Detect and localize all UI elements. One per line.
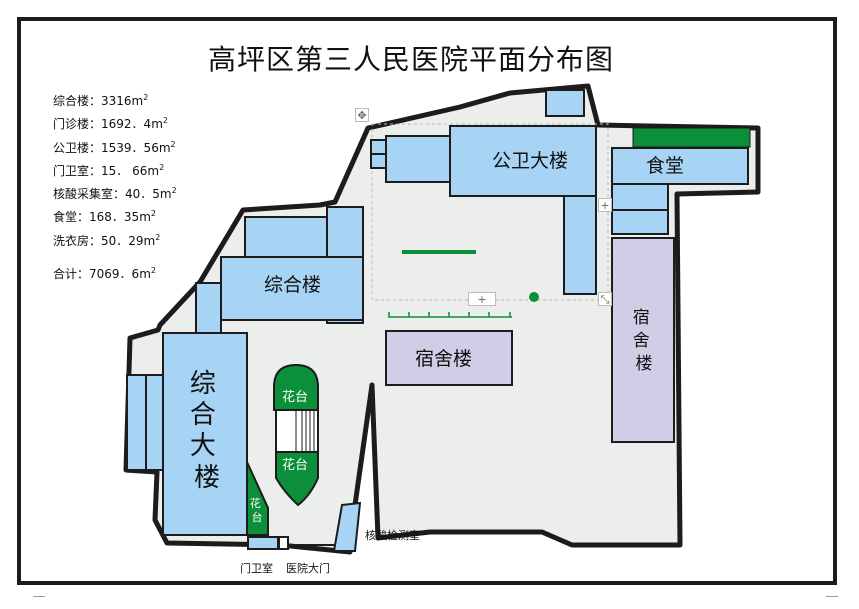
legend-row: 公卫楼：1539．56m2 — [53, 139, 176, 155]
label-canteen: 食堂 — [646, 155, 684, 177]
public-health-small-block — [545, 89, 585, 117]
canteen-annex-1 — [611, 183, 669, 211]
flower-bed-bottom — [275, 451, 319, 507]
add-handle-icon[interactable]: + — [598, 198, 612, 212]
page-corner-right — [826, 596, 838, 609]
page-corner-left — [33, 596, 45, 609]
resize-handle-icon[interactable]: ⤡ — [598, 292, 612, 306]
public-health-building — [449, 125, 597, 197]
canteen-building — [611, 147, 749, 185]
corridor-block — [563, 195, 597, 295]
guard-room — [247, 536, 279, 550]
legend-total: 合计：7069．6m2 — [53, 266, 156, 282]
label-dormitory-center: 宿舍楼 — [415, 348, 472, 370]
caption-guard-room: 门卫室 — [240, 562, 273, 575]
green-strip — [632, 127, 751, 148]
flower-bed-left — [246, 461, 269, 536]
label-general-building: 综合楼 — [264, 274, 321, 296]
nucleic-test-room — [332, 501, 362, 552]
stair-steps — [295, 410, 315, 452]
canteen-annex-2 — [611, 209, 669, 235]
caption-nucleic-test-room: 核酸检测室 — [365, 529, 420, 542]
main-complex-west-1 — [126, 374, 147, 471]
label-public-health-building: 公卫大楼 — [492, 150, 568, 172]
main-complex-building — [162, 332, 248, 536]
legend-row: 门诊楼：1692．4m2 — [53, 116, 168, 132]
public-health-annex-lower — [370, 153, 387, 169]
area-legend: 综合楼：3316m2 门诊楼：1692．4m2 公卫楼：1539．56m2 门卫… — [53, 92, 177, 288]
caption-main-gate: 医院大门 — [286, 562, 330, 575]
general-building-top — [244, 216, 328, 258]
page-title: 高坪区第三人民医院平面分布图 — [208, 43, 615, 76]
gate-post — [278, 536, 289, 550]
add-handle-center-icon[interactable]: + — [468, 292, 496, 306]
label-main-complex: 综 合 大 楼 — [190, 369, 224, 493]
main-complex-west-2 — [145, 374, 164, 471]
label-flower-bed-bottom: 花台 — [282, 457, 308, 473]
legend-row: 综合楼：3316m2 — [53, 93, 149, 108]
general-building-link — [195, 282, 222, 334]
legend-row: 门卫室：15． 66m2 — [53, 162, 165, 178]
stair-frame — [275, 409, 319, 453]
legend-row: 洗衣房：50．29m2 — [53, 232, 161, 248]
tree-dot — [529, 292, 539, 302]
flower-bed-top — [273, 363, 319, 411]
fence-line — [388, 312, 512, 318]
label-flower-bed-top: 花台 — [282, 389, 308, 405]
move-handle-icon[interactable]: ✥ — [355, 108, 369, 122]
public-health-annex-upper — [370, 139, 387, 155]
public-health-west-wing — [385, 135, 451, 183]
dormitory-center — [385, 330, 513, 386]
legend-row: 核酸采集室：40．5m2 — [53, 186, 177, 202]
label-flower-bed-left: 花 台 — [250, 497, 265, 524]
label-dormitory-east: 宿 舍 楼 — [633, 308, 655, 374]
legend-row: 食堂：168．35m2 — [53, 209, 156, 225]
hedge-bar — [402, 250, 476, 254]
dormitory-east — [611, 237, 675, 443]
